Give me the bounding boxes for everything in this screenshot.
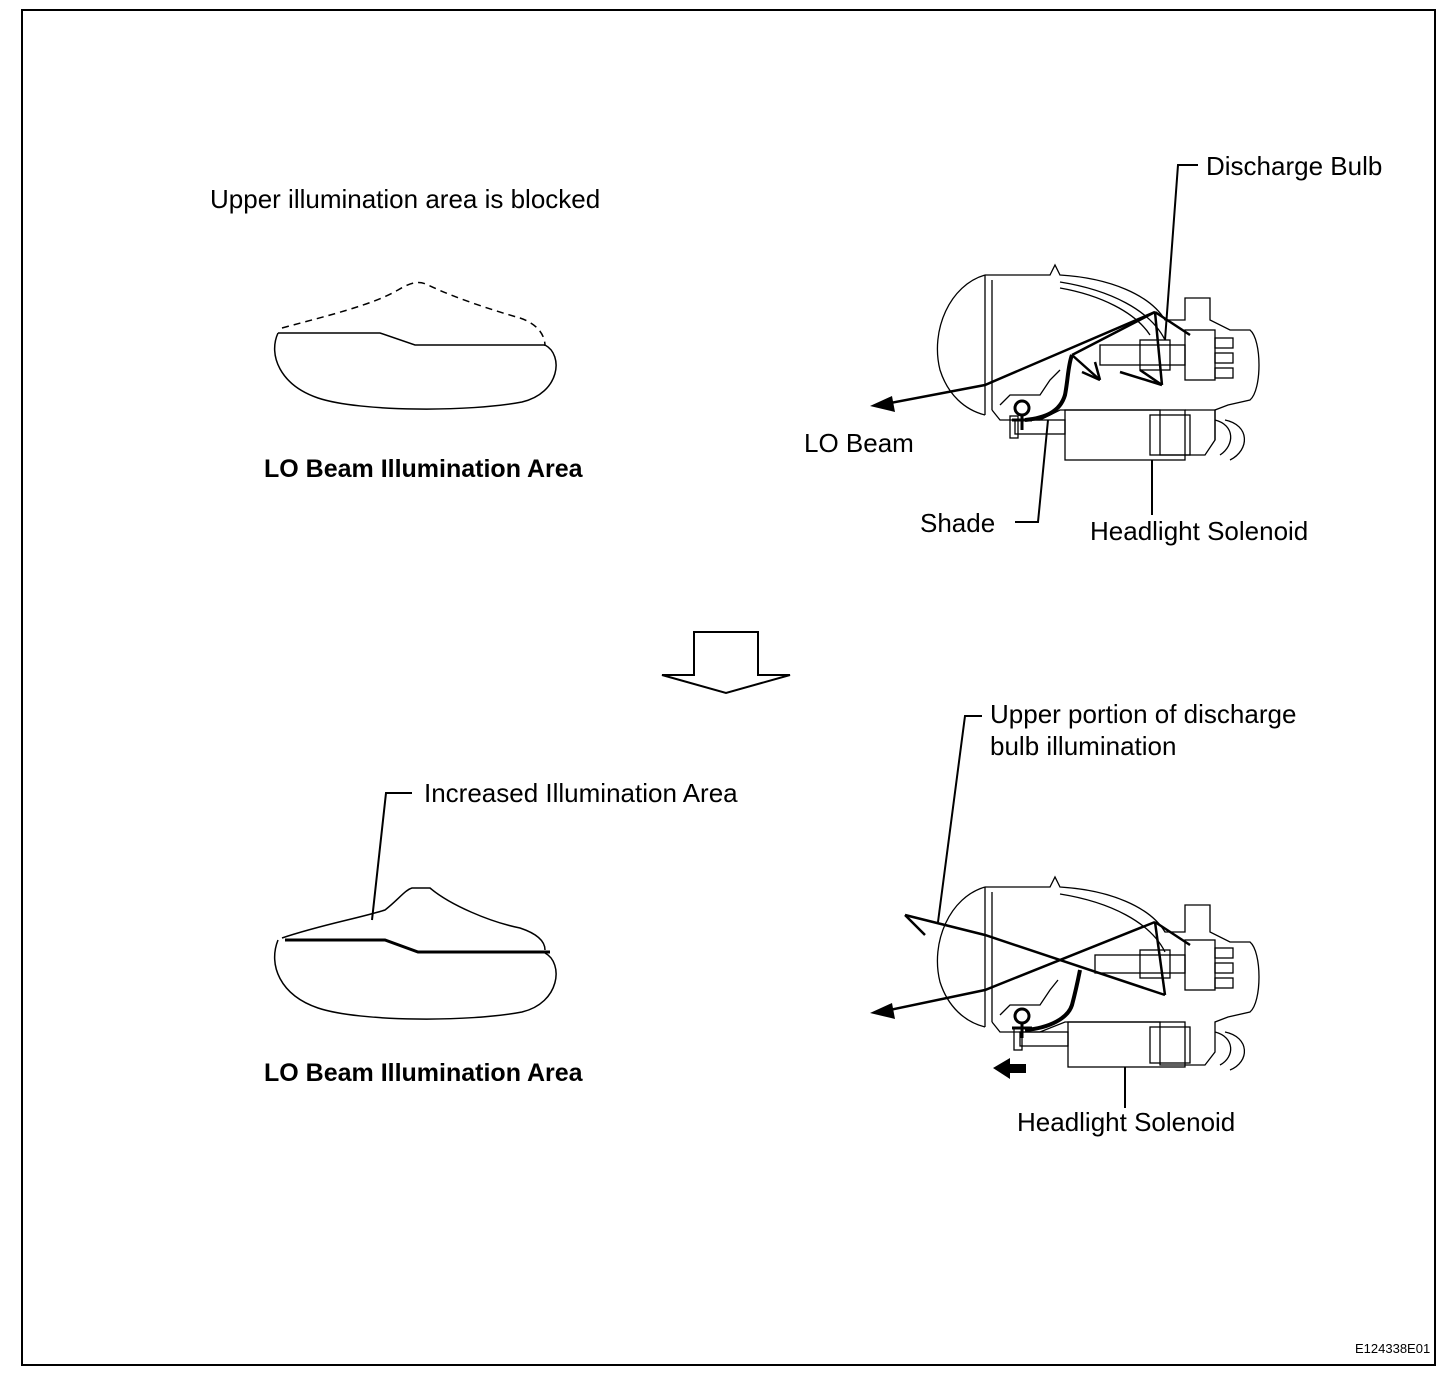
top-lo-beam-area-shape — [273, 281, 557, 410]
top-pivot — [1013, 399, 1031, 417]
discharge-bulb-leader — [1164, 164, 1198, 341]
top-headlight-assembly — [936, 263, 1260, 461]
top-shade — [1024, 354, 1074, 422]
lo-beam-blob-bottom — [273, 939, 557, 1020]
headlight-solenoid-label-top: Headlight Solenoid — [1090, 516, 1308, 546]
bottom-light-rays — [879, 913, 1191, 1014]
solenoid-movement-arrow — [993, 1058, 1026, 1079]
top-reflector-housing — [936, 274, 986, 416]
shade-label: Shade — [920, 508, 995, 538]
figure-code: E124338E01 — [1355, 1341, 1430, 1356]
increased-upper-area — [281, 887, 546, 951]
lo-beam-arrowhead-top — [870, 396, 895, 412]
top-discharge-bulb — [1099, 344, 1186, 366]
increased-area-leader — [371, 792, 412, 921]
transition-down-arrow — [661, 631, 791, 695]
headlight-solenoid-label-bottom: Headlight Solenoid — [1017, 1107, 1235, 1137]
bottom-headlight-solenoid — [1067, 1021, 1186, 1068]
top-lens — [984, 275, 993, 415]
area-caption-bottom: LO Beam Illumination Area — [264, 1059, 584, 1087]
upper-blocked-text: Upper illumination area is blocked — [210, 184, 600, 214]
bottom-lens — [984, 887, 993, 1027]
upper-portion-leader — [937, 715, 982, 923]
top-light-rays — [879, 310, 1191, 407]
lo-beam-label: LO Beam — [804, 428, 914, 458]
increased-area-label: Increased Illumination Area — [424, 778, 738, 808]
lo-beam-blob-top — [273, 332, 557, 410]
bottom-shade — [1024, 969, 1082, 1032]
top-headlight-solenoid — [1064, 409, 1186, 461]
top-housing-outline — [985, 263, 1260, 456]
lo-beam-arrowhead-bottom — [870, 1003, 895, 1019]
shade-leader — [1015, 419, 1049, 523]
discharge-bulb-label: Discharge Bulb — [1206, 151, 1382, 181]
upper-portion-label-line1: Upper portion of discharge — [990, 699, 1296, 729]
cutoff-line-top — [278, 332, 545, 346]
bottom-headlight-assembly — [936, 875, 1260, 1071]
bottom-lo-beam-area-shape — [273, 887, 557, 1020]
blocked-upper-area-dashed — [281, 281, 546, 347]
bottom-reflector-housing — [936, 886, 986, 1028]
cutoff-line-bottom — [285, 938, 550, 954]
figure-frame — [21, 9, 1436, 1366]
bottom-housing-outline — [985, 875, 1260, 1066]
bottom-pivot — [1013, 1007, 1031, 1025]
area-caption-top: LO Beam Illumination Area — [264, 455, 584, 483]
upper-portion-label-line2: bulb illumination — [990, 731, 1176, 761]
